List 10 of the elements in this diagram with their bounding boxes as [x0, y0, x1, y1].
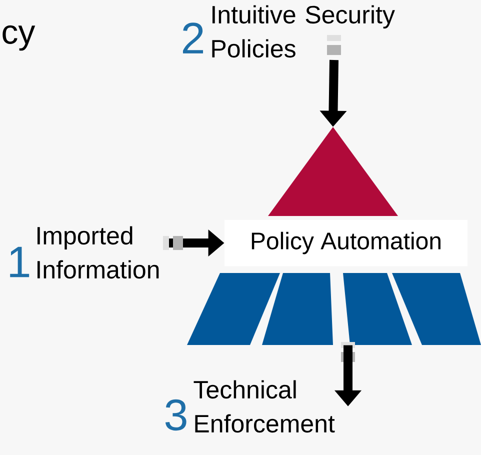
- step-number: 3: [165, 399, 186, 431]
- striped-base: [187, 273, 481, 345]
- triangle: [268, 127, 398, 216]
- policy-heading: Intuitive Security Policies: [212, 5, 395, 58]
- label-box: Policy Automation: [224, 220, 468, 266]
- step-number: 2: [182, 22, 204, 54]
- output-heading: Technical Enforcement: [194, 380, 335, 433]
- input-heading: Imported Information: [38, 226, 159, 279]
- step-number: 1: [10, 246, 30, 278]
- cut-off-text: cy: [2, 25, 36, 51]
